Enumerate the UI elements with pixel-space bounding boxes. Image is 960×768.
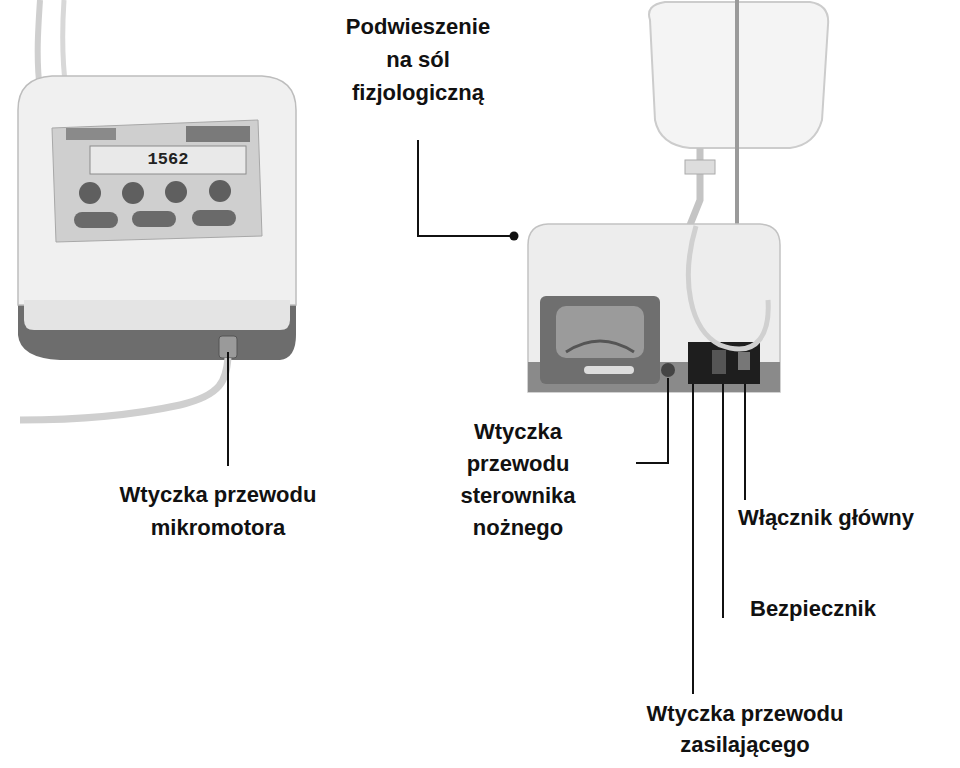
part-label: Bezpiecznik: [750, 594, 950, 624]
part-label: Wtyczka przewodu mikromotora: [78, 478, 358, 544]
part-label: Podwieszenie na sól fizjologiczną: [336, 10, 500, 109]
leader-dot: [510, 232, 519, 241]
leader-lines: [228, 140, 745, 694]
part-label: Wtyczka przewodu zasilającego: [618, 698, 872, 760]
control-console: [18, 0, 296, 420]
part-label: Włącznik główny: [738, 503, 954, 533]
part-label: Wtyczka przewodu sterownika nożnego: [440, 416, 596, 544]
irrigation-pump: [528, 0, 828, 392]
display-reading: 1562: [92, 148, 244, 172]
